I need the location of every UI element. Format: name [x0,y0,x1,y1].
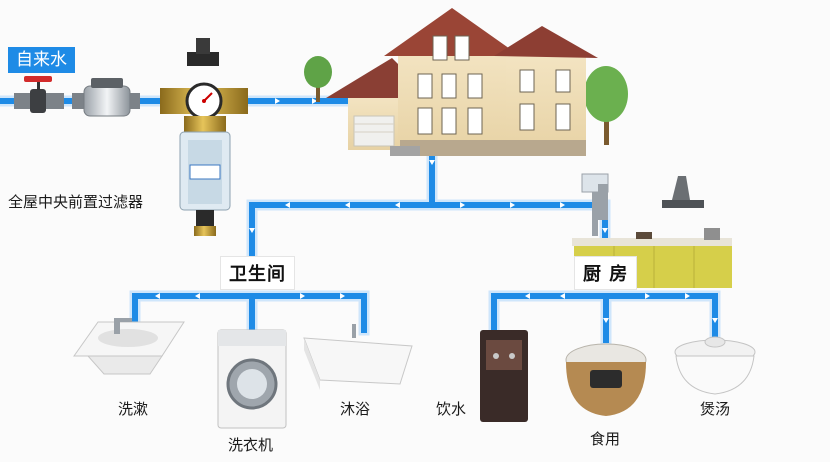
tree-right-icon [584,66,628,145]
washbasin-icon [73,318,185,375]
bathtub-label: 沐浴 [340,400,371,418]
prefilter-icon [160,38,248,236]
tap-water-label: 自来水 [8,47,75,73]
rice-cooker-icon [565,343,647,416]
bathroom-label: 卫生间 [220,256,295,290]
washing-machine-icon [217,329,287,429]
prefilter-label: 全屋中央前置过滤器 [8,193,144,211]
washbasin-label: 洗漱 [118,400,149,418]
water-dispenser-label: 饮水 [436,400,467,418]
bathtub-icon [303,324,413,390]
tree-left-icon [304,56,332,102]
washing-machine-label: 洗衣机 [228,436,274,454]
soup-pot-icon [674,336,756,395]
soup-pot-label: 煲汤 [700,400,731,418]
kitchen-label: 厨 房 [574,256,638,290]
water-meter-icon [72,78,140,117]
inlet-valve-icon [14,76,64,113]
house-icon [326,8,598,156]
water-dispenser-icon [480,330,528,422]
rice-cooker-label: 食用 [590,430,621,448]
